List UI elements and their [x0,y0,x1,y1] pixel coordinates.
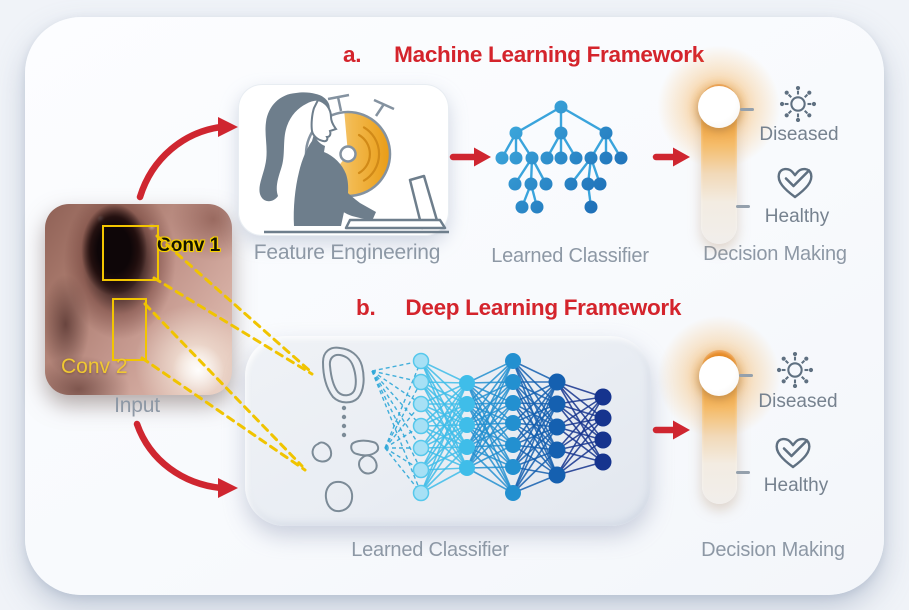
slider-tick [736,205,750,208]
slider-tick [740,108,754,111]
endoscopy-input-image: Conv 1 Conv 2 [45,204,232,395]
conv2-region-box [112,298,147,361]
diseased-label: Diseased [758,391,838,412]
panel-a-title: a. Machine Learning Framework [343,42,704,68]
diseased-label: Diseased [759,124,839,145]
ml-classifier-caption: Learned Classifier [491,245,649,267]
feature-engineering-box [238,84,449,236]
dl-decision-caption: Decision Making [701,539,845,561]
slider-tick [736,471,750,474]
healthy-label: Healthy [763,475,829,496]
conv1-region-box [102,225,159,281]
panel-b-title-text: Deep Learning Framework [405,295,682,320]
panel-a-title-text: Machine Learning Framework [394,42,704,67]
panel-b-index: b. [356,295,376,320]
decision-slider-knob-b[interactable] [699,356,739,396]
dl-classifier-caption: Learned Classifier [351,539,509,561]
deep-learning-box [245,336,651,526]
feature-engineering-caption: Feature Engineering [253,241,441,264]
slider-tick [739,374,753,377]
conv1-label: Conv 1 [157,235,221,256]
ml-decision-caption: Decision Making [703,243,847,265]
conv2-label: Conv 2 [61,355,128,378]
decision-slider-knob-a[interactable] [698,86,740,128]
panel-a-index: a. [343,42,362,67]
panel-b-title: b. Deep Learning Framework [356,295,681,321]
input-caption: Input [114,394,160,417]
healthy-label: Healthy [764,206,830,227]
